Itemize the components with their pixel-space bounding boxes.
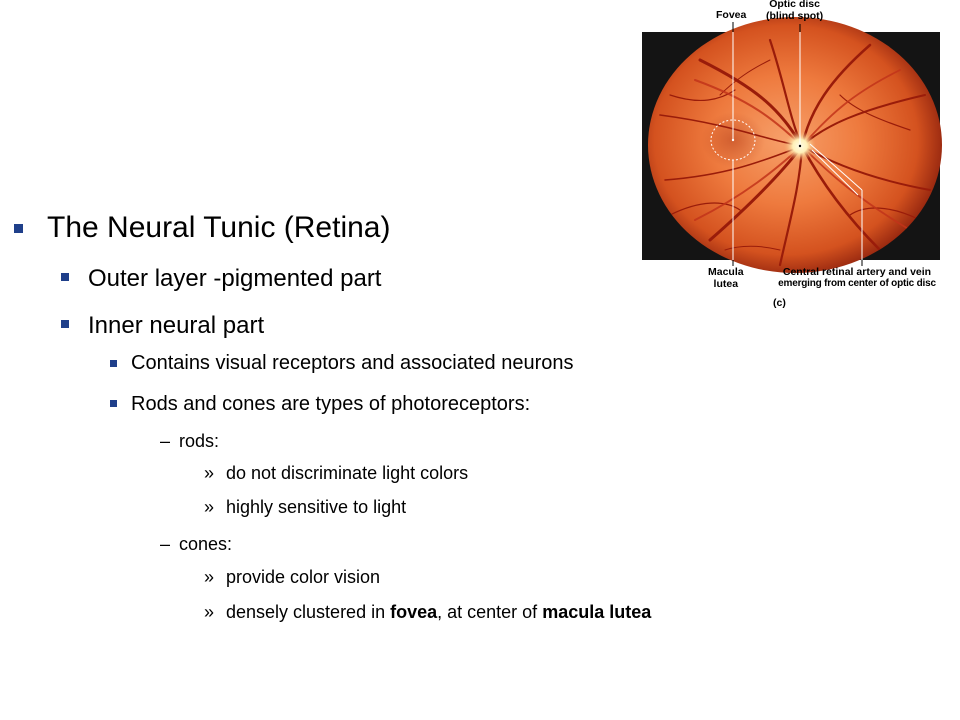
label-macula-line1: Macula — [708, 266, 744, 278]
fovea-text-prefix: densely clustered in — [226, 602, 391, 622]
label-macula-line2: lutea — [713, 278, 739, 290]
bullet-marker — [110, 360, 117, 367]
bullet-marker — [61, 320, 69, 328]
leader-lines — [732, 26, 863, 265]
rods-label: rods: — [179, 431, 220, 451]
cones-item-fovea: densely clustered in fovea, at center of… — [226, 602, 651, 623]
leader-lines-outside — [732, 22, 863, 266]
label-panel-c: (c) — [773, 297, 786, 309]
fovea-text-mid: , at center of — [437, 602, 543, 622]
label-artery-line2: emerging from center of optic disc — [778, 278, 936, 289]
heading-neural-tunic: The Neural Tunic (Retina) — [47, 211, 391, 244]
fovea-dot — [731, 138, 735, 142]
bullet-visual-receptors: Contains visual receptors and associated… — [131, 352, 574, 374]
bullet-marker — [61, 273, 69, 281]
rods-item-sensitive: highly sensitive to light — [226, 497, 407, 517]
label-optic-disc: Optic disc (blind spot) — [766, 0, 823, 22]
bullet-outer-layer: Outer layer -pigmented part — [88, 265, 382, 292]
label-fovea: Fovea — [716, 9, 747, 21]
raquo-marker: » — [204, 463, 215, 483]
bullet-marker — [14, 224, 23, 233]
retina-figure: Fovea Optic disc (blind spot) Macula lut… — [640, 0, 960, 315]
dash-marker: – — [160, 431, 171, 451]
macula-lutea-term: macula lutea — [542, 602, 652, 622]
bullet-marker — [110, 400, 117, 407]
raquo-marker: » — [204, 567, 215, 587]
rods-item-colors: do not discriminate light colors — [226, 463, 469, 483]
cones-label: cones: — [179, 534, 233, 554]
label-artery-line1: Central retinal artery and vein — [782, 266, 932, 278]
cones-item-color-vision: provide color vision — [226, 567, 381, 587]
bullet-rods-and-cones: Rods and cones are types of photorecepto… — [131, 393, 531, 415]
fovea-term: fovea — [390, 602, 438, 622]
bullet-inner-neural: Inner neural part — [88, 312, 265, 339]
raquo-marker: » — [204, 602, 215, 622]
dash-marker: – — [160, 534, 171, 554]
raquo-marker: » — [204, 497, 215, 517]
label-central-artery: Central retinal artery and vein emerging… — [757, 266, 957, 290]
optic-disc-dot — [798, 144, 802, 148]
label-optic-disc-line1: Optic disc — [769, 0, 820, 10]
label-optic-disc-line2: (blind spot) — [766, 10, 824, 22]
retina-photo — [642, 17, 942, 273]
label-macula-lutea: Macula lutea — [708, 266, 744, 290]
